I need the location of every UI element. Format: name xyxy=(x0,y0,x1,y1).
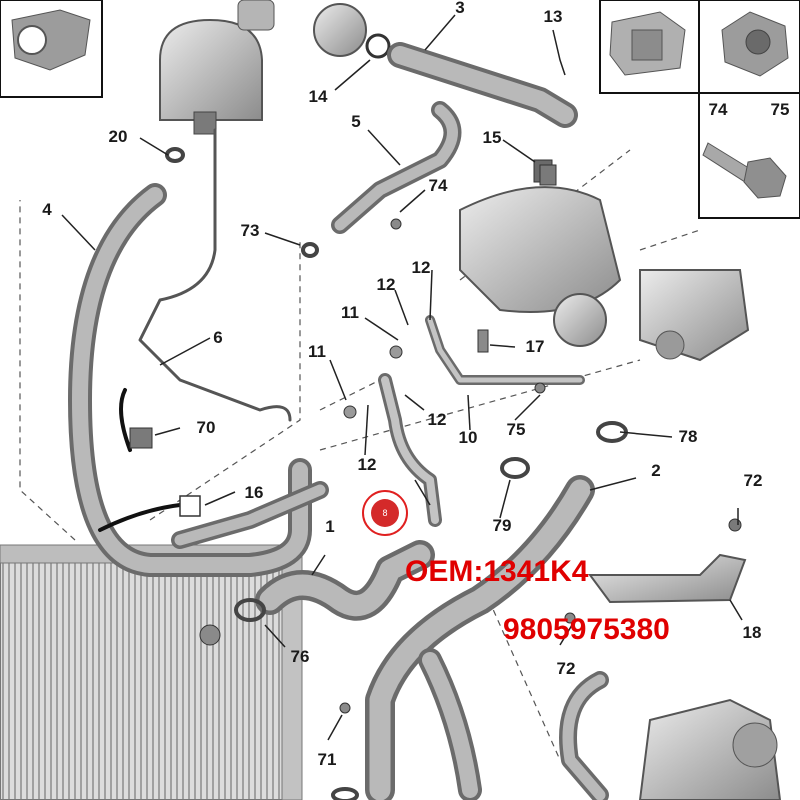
callout-72-bottom: 72 xyxy=(556,659,576,678)
callout-6: 6 xyxy=(213,328,223,347)
callout-75: 75 xyxy=(506,420,526,439)
callout-74: 74 xyxy=(428,176,448,195)
callout-73: 73 xyxy=(240,221,260,240)
part-8-marker-label: 8 xyxy=(371,499,399,527)
callout-18: 18 xyxy=(742,623,762,642)
callout-12-low: 12 xyxy=(357,455,377,474)
inset-box-clip xyxy=(0,0,103,98)
callout-79: 79 xyxy=(492,516,512,535)
callout-11: 11 xyxy=(308,342,326,361)
callout-78: 78 xyxy=(678,427,698,446)
inset-box-bolts xyxy=(698,92,800,219)
callout-76: 76 xyxy=(290,647,310,666)
callout-3: 3 xyxy=(455,0,465,17)
callout-14: 14 xyxy=(308,87,328,106)
radiator xyxy=(0,544,303,800)
bracket xyxy=(588,518,747,604)
turbocharger xyxy=(459,159,622,347)
inset-box-flange-nut xyxy=(698,0,800,94)
callout-13: 13 xyxy=(543,7,563,26)
callout-70: 70 xyxy=(196,418,216,437)
part-8-marker[interactable]: 8 xyxy=(362,490,408,536)
thermostat-housing xyxy=(313,3,391,59)
oem-label: OEM:1341K4 xyxy=(405,555,589,588)
callout-17: 17 xyxy=(525,337,545,356)
callout-1: 1 xyxy=(325,517,335,536)
oil-cooler xyxy=(638,698,782,800)
callout-71: 71 xyxy=(317,750,337,769)
callout-10: 10 xyxy=(458,428,478,447)
callout-12-mid: 12 xyxy=(376,275,396,294)
expansion-tank xyxy=(159,0,275,135)
coolant-outlet-housing xyxy=(639,269,750,362)
callout-15: 15 xyxy=(482,128,502,147)
callout-12-top: 12 xyxy=(411,258,431,277)
small-parts xyxy=(129,164,576,714)
callout-4: 4 xyxy=(42,200,52,219)
hoses xyxy=(68,42,609,800)
leader-lines xyxy=(61,14,743,741)
callout-16: 16 xyxy=(244,483,264,502)
callout-75-inset: 75 xyxy=(770,100,790,119)
callout-74-inset: 74 xyxy=(708,100,728,119)
callout-20: 20 xyxy=(108,127,128,146)
inset-box-clip-nut xyxy=(599,0,700,94)
part-number: 9805975380 xyxy=(503,613,670,646)
callout-2: 2 xyxy=(651,461,661,480)
callout-5: 5 xyxy=(351,112,361,131)
callout-72-top: 72 xyxy=(743,471,763,490)
callout-12-right: 12 xyxy=(427,410,447,429)
callout-11-top: 11 xyxy=(341,303,359,322)
